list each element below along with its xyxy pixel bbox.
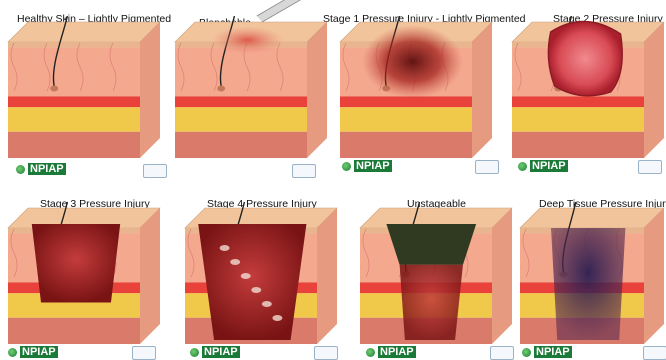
vessel-band [512, 96, 644, 107]
vessel-band [8, 96, 140, 107]
stage4-wound [198, 224, 306, 340]
fat-layer [512, 107, 644, 131]
stage2-wound [548, 21, 622, 95]
partner-logo [643, 346, 666, 360]
slough [272, 315, 282, 321]
hair-follicle [50, 86, 58, 92]
partner-logo [132, 346, 156, 360]
partner-logo [314, 346, 338, 360]
slough [251, 287, 261, 293]
vessel-band [175, 96, 307, 107]
npiap-logo: NPIAP [342, 160, 392, 172]
block-side [492, 208, 512, 344]
slough [262, 301, 272, 307]
hair-follicle [217, 86, 225, 92]
finger-press [257, 0, 321, 22]
muscle-layer [8, 318, 140, 344]
blanch-area [211, 26, 285, 54]
skin-surface [8, 22, 160, 42]
partner-logo [292, 164, 316, 178]
slough [220, 245, 230, 251]
block-side [140, 208, 160, 344]
skin-surface [520, 208, 664, 228]
partner-logo [143, 164, 167, 178]
eschar [386, 224, 476, 265]
npiap-logo: NPIAP [518, 160, 568, 172]
muscle-layer [340, 132, 472, 158]
partner-logo [475, 160, 499, 174]
muscle-layer [8, 132, 140, 158]
slough [230, 259, 240, 265]
partner-logo [490, 346, 514, 360]
block-side [307, 22, 327, 158]
muscle-layer [175, 132, 307, 158]
block-side [472, 22, 492, 158]
vessel-band [340, 96, 472, 107]
partner-logo [638, 160, 662, 174]
block-side [317, 208, 337, 344]
npiap-logo: NPIAP [16, 163, 66, 175]
stage1-erythema [362, 25, 462, 98]
muscle-layer [512, 132, 644, 158]
dermis-layer [8, 47, 140, 96]
npiap-logo: NPIAP [366, 346, 416, 358]
block-side [140, 22, 160, 158]
stage3-wound [32, 224, 120, 303]
slough [241, 273, 251, 279]
epidermis-layer [8, 42, 140, 47]
block-side [644, 22, 664, 158]
fat-layer [340, 107, 472, 131]
fat-layer [8, 107, 140, 131]
npiap-logo: NPIAP [190, 346, 240, 358]
npiap-logo: NPIAP [522, 346, 572, 358]
fat-layer [175, 107, 307, 131]
npiap-logo: NPIAP [8, 346, 58, 358]
deep-tissue-injury [551, 228, 625, 340]
hidden-wound [400, 265, 463, 340]
dermis-layer [175, 47, 307, 96]
block-side [644, 208, 664, 344]
